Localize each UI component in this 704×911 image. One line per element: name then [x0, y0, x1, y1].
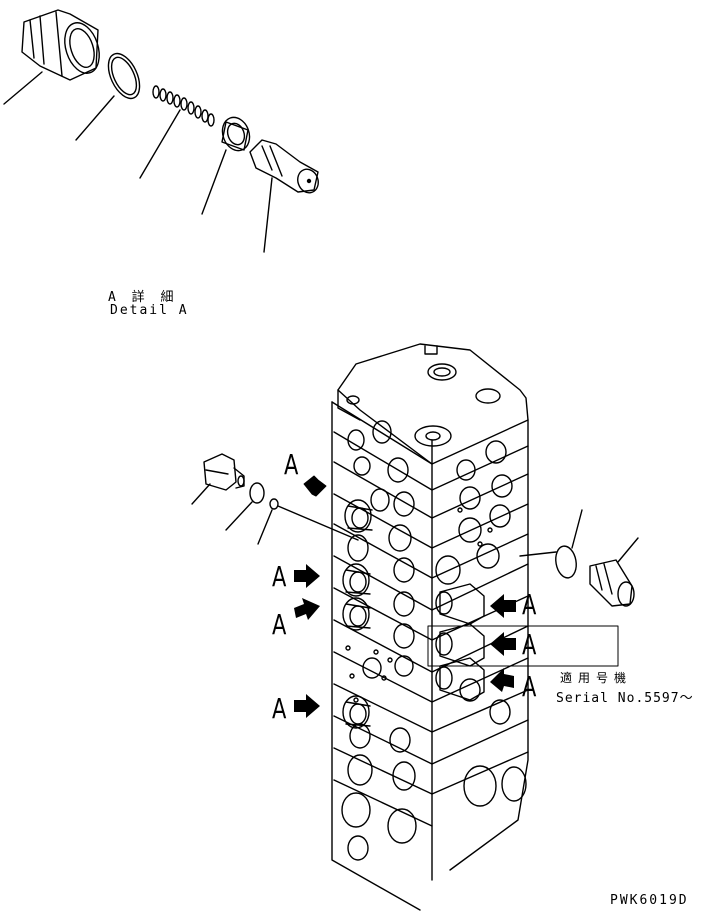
serial-label-en: Serial No.5597～: [556, 691, 694, 706]
left-o-ring-large-part: [249, 482, 265, 504]
callout-a-6: A: [522, 628, 537, 661]
assembly-line-left: [277, 505, 359, 541]
leader-line-o-ring: [75, 95, 115, 141]
assembly-line-right: [519, 551, 557, 557]
installed-valve-left-1: [344, 499, 373, 533]
detail-a-title-jp: A 詳 細: [108, 290, 178, 305]
installed-valve-left-2: [342, 563, 371, 597]
installed-valve-right-3: [435, 657, 485, 701]
callout-a-7: A: [522, 670, 537, 703]
arrow-a6-icon: [490, 632, 516, 656]
leader-line-left-plug: [191, 483, 211, 505]
callout-a-2: A: [272, 560, 287, 593]
detail-a-spring-part: [152, 85, 215, 127]
control-valve-body: [331, 343, 529, 911]
leader-line-seat: [201, 149, 227, 215]
right-plug-part: [589, 559, 635, 607]
serial-label-jp: 適用号機: [560, 671, 633, 685]
arrow-a5-icon: [490, 594, 516, 618]
detail-a-poppet-part: [249, 139, 319, 194]
leader-line-plug: [3, 71, 43, 105]
installed-valve-right-1: [435, 583, 485, 625]
right-o-ring-part: [555, 545, 577, 579]
arrow-a7-icon: [490, 668, 514, 692]
callout-a-1: A: [284, 448, 299, 481]
installed-valve-right-2: [435, 623, 485, 667]
detail-a-title-en: Detail A: [110, 303, 189, 318]
detail-a-seat-part: [221, 116, 251, 152]
left-plug-part: [203, 453, 245, 491]
leader-line-poppet: [263, 177, 273, 253]
callout-a-4: A: [272, 692, 287, 725]
arrow-a4-icon: [294, 694, 320, 718]
detail-a-plug-part: [21, 9, 100, 81]
arrow-a2-icon: [294, 564, 320, 588]
leader-line-right-plug: [617, 537, 639, 563]
callout-a-3: A: [272, 608, 287, 641]
arrow-a1-icon: [303, 475, 327, 497]
leader-line-right-o-ring: [571, 509, 583, 549]
leader-line-spring: [139, 109, 181, 179]
installed-valve-left-4: [342, 695, 371, 729]
callout-a-5: A: [522, 588, 537, 621]
drawing-number: PWK6019D: [610, 893, 689, 908]
left-o-ring-small-part: [269, 498, 279, 510]
detail-a-o-ring-part: [107, 52, 141, 100]
leader-line-left-o-ring-small: [257, 509, 273, 545]
leader-line-left-o-ring-large: [225, 501, 253, 531]
installed-valve-left-3: [342, 597, 371, 631]
arrow-a3-icon: [294, 598, 320, 620]
serial-callout-box: [427, 625, 619, 667]
